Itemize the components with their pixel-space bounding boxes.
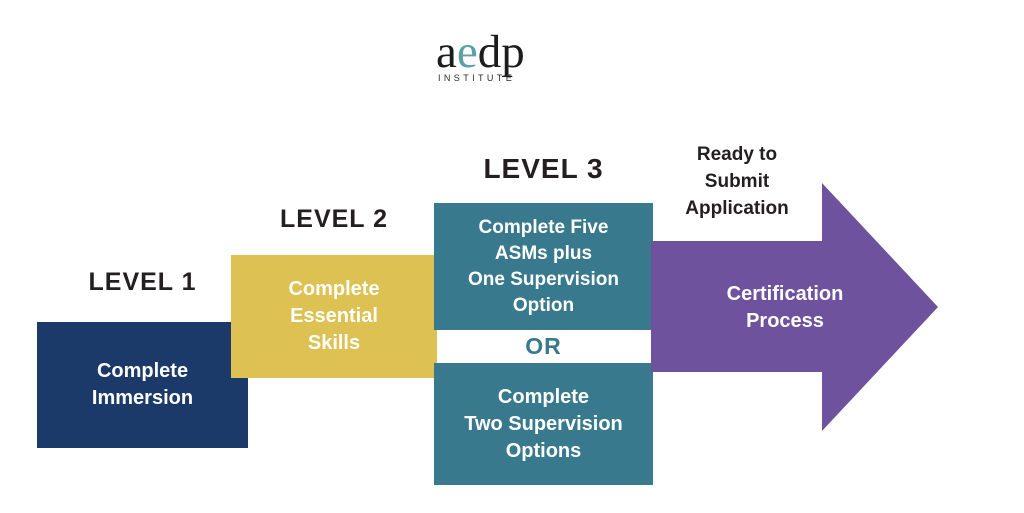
level3-option-a-text: Complete Five ASMs plus One Supervision … — [468, 216, 619, 316]
level3-label: LEVEL 3 — [483, 153, 604, 184]
level1-label: LEVEL 1 — [88, 268, 197, 296]
level2-box-text: Complete Essential Skills — [288, 278, 380, 354]
level1-box-text: Complete Immersion — [91, 360, 194, 409]
logo-accent-letter: e — [456, 26, 478, 78]
logo-subtitle: INSTITUTE — [438, 73, 516, 83]
level2-box: Complete Essential Skills — [231, 255, 437, 378]
level3-option-b-box: Complete Two Supervision Options — [434, 363, 653, 485]
ready-to-submit-label: Ready to Submit Application — [685, 144, 789, 219]
level3-or-divider: OR — [434, 330, 653, 363]
level2-label: LEVEL 2 — [280, 205, 388, 233]
level3-option-b-text: Complete Two Supervision Options — [464, 385, 623, 462]
logo-wordmark: aedp — [436, 29, 556, 76]
level3-option-a-box: Complete Five ASMs plus One Supervision … — [434, 203, 653, 330]
certification-process-label: Certification Process — [726, 283, 844, 332]
or-divider-label: OR — [525, 333, 562, 359]
logo-letter-a: a — [436, 26, 457, 78]
aedp-logo: aedp INSTITUTE — [436, 29, 556, 84]
level1-box: Complete Immersion — [37, 322, 248, 448]
right-arrow-icon — [651, 183, 938, 431]
logo-letters-dp: dp — [477, 26, 525, 78]
